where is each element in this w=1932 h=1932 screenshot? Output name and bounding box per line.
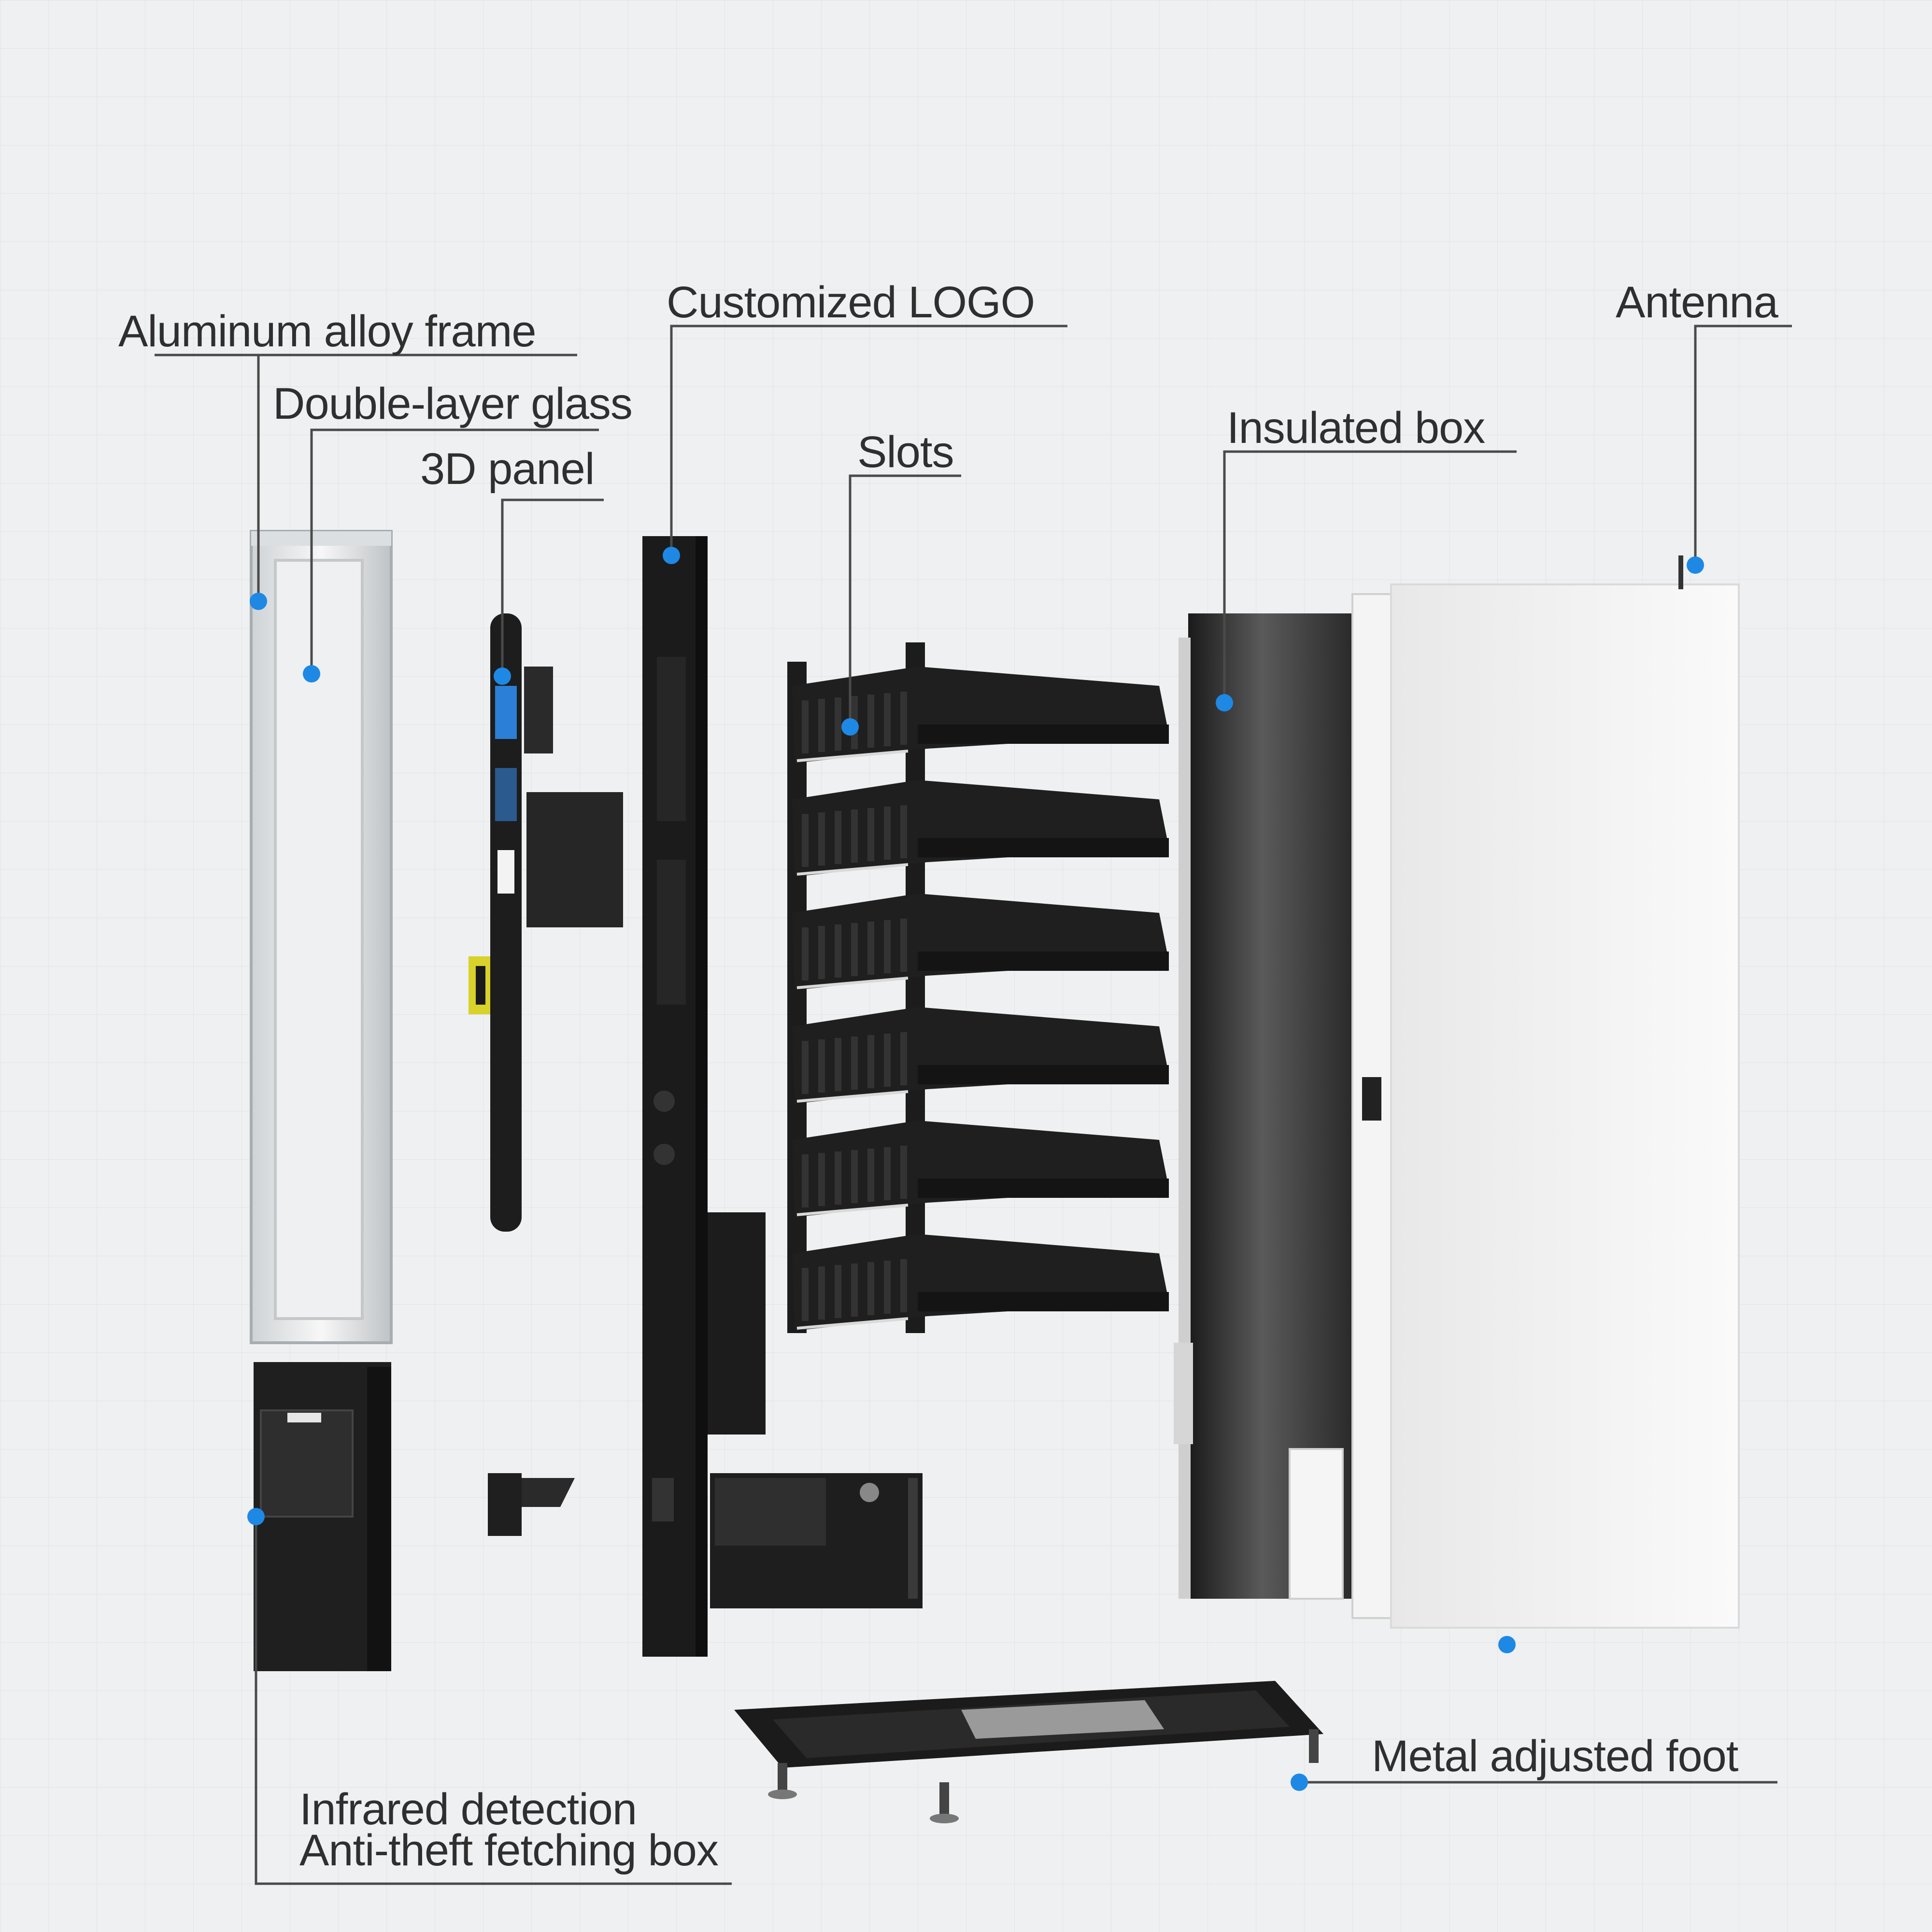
slot-divider bbox=[900, 805, 907, 858]
insulated-box bbox=[1174, 555, 1740, 1629]
slot-tray bbox=[918, 1065, 1169, 1084]
label-insulated-box: Insulated box bbox=[1227, 403, 1485, 453]
marker-box-bottom bbox=[1498, 1636, 1516, 1653]
slot-spring bbox=[796, 750, 909, 762]
slot-divider bbox=[851, 1150, 858, 1203]
label-3d-panel: 3D panel bbox=[420, 444, 595, 494]
front-column bbox=[642, 536, 923, 1657]
slot-divider bbox=[867, 1149, 874, 1202]
callout-markers bbox=[247, 547, 1704, 1791]
base-frame bbox=[734, 1681, 1323, 1823]
label-antenna: Antenna bbox=[1616, 278, 1778, 327]
slot-divider bbox=[884, 920, 891, 973]
slot-divider bbox=[802, 700, 809, 753]
label-infrared-line2: Anti-theft fetching box bbox=[299, 1826, 719, 1875]
slot-spring bbox=[796, 1204, 909, 1216]
slot-divider bbox=[900, 692, 907, 745]
aluminum-frame bbox=[250, 530, 393, 1344]
slot-divider bbox=[867, 922, 874, 975]
slot-divider bbox=[851, 1037, 858, 1090]
slot-divider bbox=[867, 695, 874, 748]
slot-divider bbox=[835, 697, 841, 751]
slot-divider bbox=[835, 924, 841, 978]
slot-divider bbox=[835, 1038, 841, 1091]
label-double-glass: Double-layer glass bbox=[273, 379, 633, 428]
slot-divider bbox=[851, 1264, 858, 1317]
slots-rack bbox=[787, 642, 1169, 1333]
slot-divider bbox=[900, 1146, 907, 1199]
slot-spring bbox=[796, 1090, 909, 1103]
slot-divider bbox=[851, 923, 858, 976]
slots-rail bbox=[787, 662, 807, 1333]
marker-insulated-box bbox=[1216, 694, 1233, 711]
marker-slots bbox=[841, 718, 859, 736]
slot-divider bbox=[818, 812, 825, 866]
slot-divider bbox=[818, 699, 825, 752]
slot-divider bbox=[884, 807, 891, 860]
slot-divider bbox=[802, 1268, 809, 1321]
slot-divider bbox=[884, 1147, 891, 1200]
marker-double-glass bbox=[303, 665, 320, 682]
slot-divider bbox=[867, 1262, 874, 1315]
label-infrared-line1: Infrared detection bbox=[299, 1785, 637, 1834]
label-aluminum-frame: Aluminum alloy frame bbox=[118, 307, 537, 356]
slot-divider bbox=[900, 1259, 907, 1312]
leader-lines bbox=[155, 325, 1792, 1885]
marker-aluminum-frame bbox=[250, 593, 267, 610]
slot-spring bbox=[796, 1317, 909, 1330]
slot-divider bbox=[802, 1041, 809, 1094]
label-custom-logo: Customized LOGO bbox=[667, 278, 1035, 327]
label-metal-foot: Metal adjusted foot bbox=[1372, 1732, 1738, 1781]
label-slots: Slots bbox=[857, 427, 954, 477]
slot-divider bbox=[818, 1039, 825, 1093]
slot-tray bbox=[918, 1292, 1169, 1311]
slot-divider bbox=[884, 1034, 891, 1087]
marker-3d-panel bbox=[494, 668, 511, 685]
slot-divider bbox=[900, 1032, 907, 1085]
marker-custom-logo bbox=[663, 547, 680, 564]
slot-divider bbox=[802, 1154, 809, 1208]
slots-rail bbox=[906, 642, 925, 1333]
marker-infrared bbox=[247, 1508, 265, 1525]
slot-spring bbox=[796, 977, 909, 989]
slot-divider bbox=[851, 810, 858, 863]
slot-divider bbox=[802, 927, 809, 980]
panel-3d bbox=[469, 613, 623, 1536]
slot-divider bbox=[884, 693, 891, 746]
slot-divider bbox=[818, 1266, 825, 1320]
slot-divider bbox=[835, 1265, 841, 1318]
slot-tray bbox=[918, 1179, 1169, 1198]
slot-divider bbox=[835, 811, 841, 864]
slot-tray bbox=[918, 952, 1169, 971]
slot-tray bbox=[918, 724, 1169, 744]
slot-divider bbox=[867, 808, 874, 861]
slot-divider bbox=[884, 1261, 891, 1314]
slot-tray bbox=[918, 838, 1169, 857]
slot-divider bbox=[867, 1035, 874, 1088]
slot-spring bbox=[796, 863, 909, 876]
slot-divider bbox=[835, 1151, 841, 1205]
anti-theft-box bbox=[254, 1362, 391, 1671]
slot-divider bbox=[818, 1153, 825, 1206]
slot-divider bbox=[900, 919, 907, 972]
marker-metal-foot bbox=[1291, 1774, 1308, 1791]
slot-divider bbox=[802, 814, 809, 867]
marker-antenna bbox=[1687, 556, 1704, 574]
slot-divider bbox=[818, 926, 825, 979]
